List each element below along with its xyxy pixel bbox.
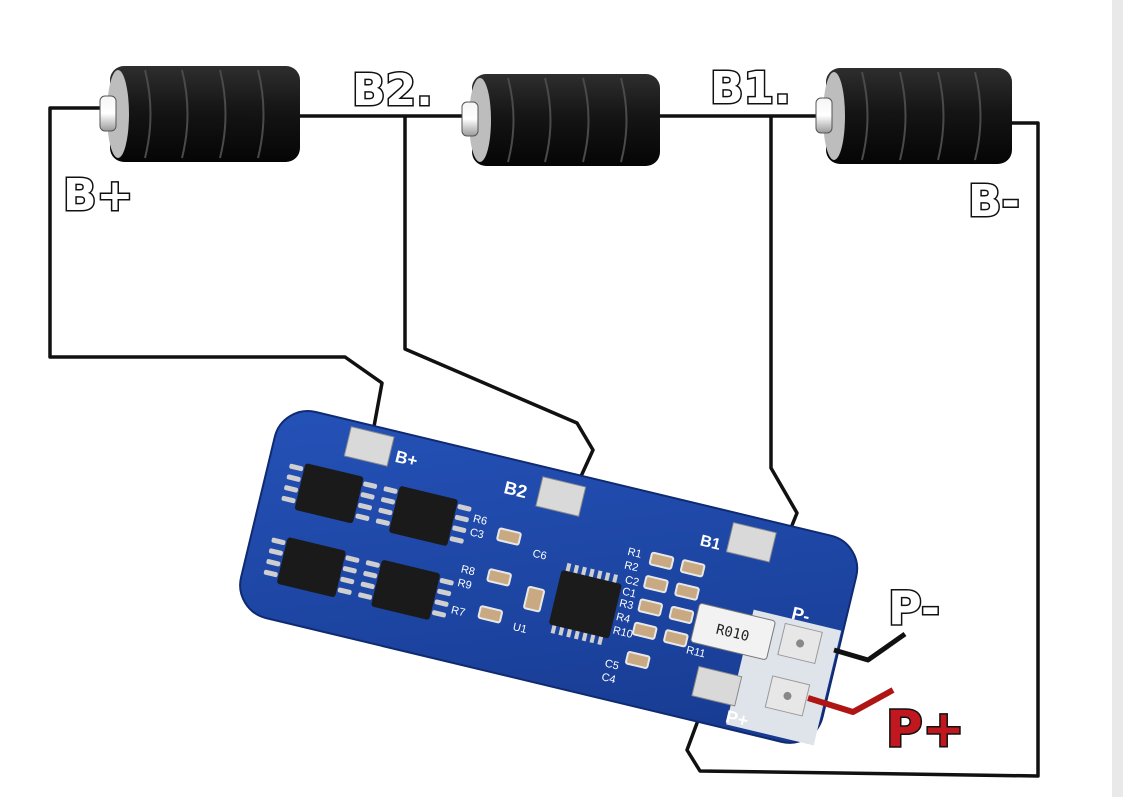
svg-text:U1: U1 [512,621,528,636]
svg-text:R8: R8 [460,563,476,578]
svg-text:R4: R4 [615,611,631,626]
label-b-plus: B+ [63,170,133,221]
shunt-resistor-label: R010 [714,622,751,645]
ic-u1 [549,562,622,646]
label-b1: B1. [710,63,791,114]
svg-text:R1: R1 [626,546,642,561]
battery-cell-2 [461,74,660,166]
svg-text:R6: R6 [472,513,488,528]
svg-text:C4: C4 [600,671,616,686]
svg-text:R7: R7 [450,604,466,619]
pad-b-plus [343,426,395,467]
svg-text:C5: C5 [604,658,620,673]
board-label-b1: B1 [698,533,722,554]
svg-text:R9: R9 [456,577,472,592]
svg-text:C3: C3 [468,526,484,541]
wire-p-plus [807,687,895,715]
svg-text:C2: C2 [624,574,640,589]
bms-board: R010 B+ B2 B1 P- P+ R6 C3 R8 R9 R7 C6 U1… [239,410,859,746]
svg-text:R10: R10 [612,625,634,641]
mosfet-chips [263,463,472,620]
battery-cell-1 [99,66,300,162]
battery-cell-3 [815,68,1012,164]
label-b2: B2. [352,65,433,116]
label-b-minus: B- [968,176,1020,227]
wire-b-plus [48,106,384,433]
wire-p-minus [833,631,907,663]
silk-designators: R6 C3 R8 R9 R7 C6 U1 R1 R2 R3 R4 R10 R11… [450,513,707,686]
svg-text:C1: C1 [621,586,637,601]
wires [48,106,1040,778]
passive-components [477,527,706,669]
svg-text:C6: C6 [531,548,547,563]
wire-b2 [403,116,595,497]
scrollbar-track [1112,0,1123,797]
board-label-b-plus: B+ [393,447,419,471]
pad-b-minus [691,665,743,707]
wire-b-minus [685,121,1040,778]
board-label-p-minus: P- [790,603,812,627]
label-p-minus: P- [888,581,940,635]
shunt-resistor [690,603,776,660]
svg-text:R3: R3 [618,597,634,612]
svg-text:R11: R11 [685,644,707,660]
pad-b2 [535,476,587,517]
label-p-plus: P+ [886,700,965,758]
wire-b1 [769,116,799,561]
svg-text:R2: R2 [623,559,639,574]
pad-b1 [725,521,777,563]
pcb [239,410,859,744]
